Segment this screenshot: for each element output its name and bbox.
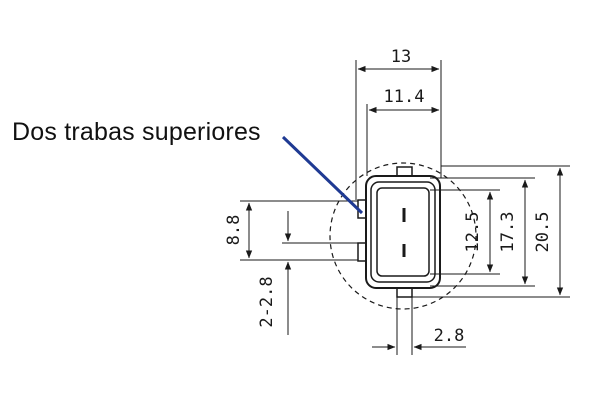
dim-label-13: 13 [391, 47, 411, 67]
dim-label-11-4: 11.4 [384, 87, 425, 107]
connector-body [357, 166, 441, 298]
callout-leader-line [281, 135, 364, 215]
dim-label-8-8: 8.8 [224, 215, 244, 246]
dim-label-20-5: 20.5 [533, 212, 553, 253]
dim-right-outer: 20.5 [533, 167, 564, 296]
dim-label-2-8: 2.8 [434, 326, 465, 346]
dim-top-inner: 11.4 [366, 87, 442, 176]
callout-label: Dos trabas superiores [12, 118, 261, 146]
dim-top-outer: 13 [355, 47, 442, 200]
dim-left-latch-width: 2-2.8 [257, 211, 358, 335]
dim-right-inner: 12.5 [463, 191, 494, 273]
dim-right-extensions [412, 165, 570, 298]
reference-circle [329, 162, 477, 310]
dim-right-mid: 17.3 [498, 179, 529, 285]
dim-bottom-key: 2.8 [372, 297, 466, 355]
dim-label-12-5: 12.5 [463, 212, 483, 253]
dim-label-2-2-8: 2-2.8 [257, 276, 277, 327]
dim-left-latch-span: 8.8 [224, 200, 358, 261]
dim-label-17-3: 17.3 [498, 212, 518, 253]
